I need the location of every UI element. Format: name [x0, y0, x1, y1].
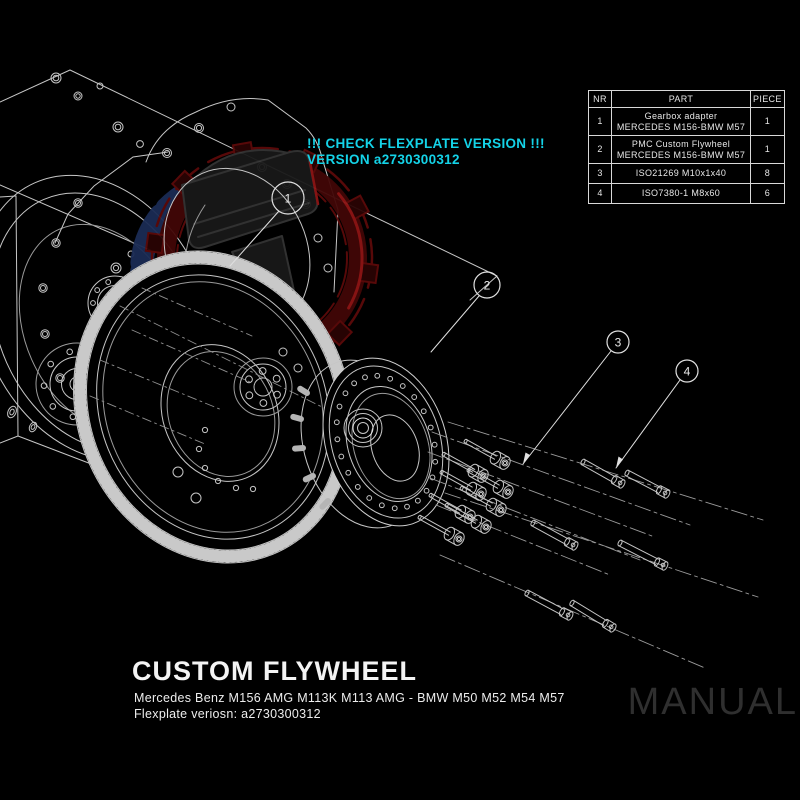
cell-part: ISO21269 M10x1x40	[611, 163, 751, 184]
cell-piece: 1	[750, 107, 785, 136]
table-row: 4 ISO7380-1 M8x60 6	[588, 183, 785, 204]
cell-nr: 1	[588, 107, 612, 136]
axis-lines-right	[427, 421, 764, 669]
svg-text:3: 3	[615, 336, 622, 350]
long-screws	[524, 458, 671, 633]
manual-watermark: MANUAL	[627, 681, 798, 723]
table-row: 3 ISO21269 M10x1x40 8	[588, 163, 785, 184]
cell-piece: 6	[750, 183, 785, 204]
warning-line1: !!! CHECK FLEXPLATE VERSION !!!	[307, 136, 545, 151]
table-row: 2 PMC Custom Flywheel MERCEDES M156-BMW …	[588, 135, 785, 164]
svg-text:1: 1	[285, 192, 292, 206]
cell-nr: 2	[588, 135, 612, 164]
callout-2: 2	[430, 271, 501, 353]
svg-text:2: 2	[484, 279, 491, 293]
cell-nr: 3	[588, 163, 612, 184]
flexplate-warning: !!! CHECK FLEXPLATE VERSION !!! VERSION …	[307, 136, 545, 168]
callout-3: 3	[522, 330, 630, 465]
page-title: CUSTOM FLYWHEEL	[132, 656, 418, 686]
axis-lines-left	[89, 287, 359, 445]
cell-piece: 8	[750, 163, 785, 184]
cell-piece: 1	[750, 135, 785, 164]
custom-flywheel	[290, 357, 450, 529]
callout-1: 1	[229, 181, 305, 267]
left-studs	[7, 405, 38, 433]
callout-4: 4	[615, 359, 699, 469]
svg-text:4: 4	[684, 365, 691, 379]
flexplate-version-line: Flexplate veriosn: a2730300312	[134, 707, 321, 721]
parts-table: NR PART PIECE 1 Gearbox adapter MERCEDES…	[588, 90, 785, 204]
parts-table-header: NR PART PIECE	[588, 90, 785, 108]
cell-part: ISO7380-1 M8x60	[611, 183, 751, 204]
cell-part: Gearbox adapter MERCEDES M156-BMW M57	[611, 107, 751, 136]
ring-gear-flexplate	[73, 250, 353, 564]
cell-part: PMC Custom Flywheel MERCEDES M156-BMW M5…	[611, 135, 751, 164]
callouts: 1 2 3 4	[229, 181, 699, 469]
header-piece: PIECE	[750, 90, 785, 108]
header-part: PART	[611, 90, 751, 108]
flexplate-hub	[233, 357, 293, 417]
bearing	[343, 408, 383, 448]
table-row: 1 Gearbox adapter MERCEDES M156-BMW M57 …	[588, 107, 785, 136]
warning-line2: VERSION a2730300312	[307, 152, 460, 167]
header-nr: NR	[588, 90, 612, 108]
compatibility-line: Mercedes Benz M156 AMG M113K M113 AMG - …	[134, 691, 565, 705]
socket-bolt-cluster	[417, 438, 514, 546]
cell-nr: 4	[588, 183, 612, 204]
